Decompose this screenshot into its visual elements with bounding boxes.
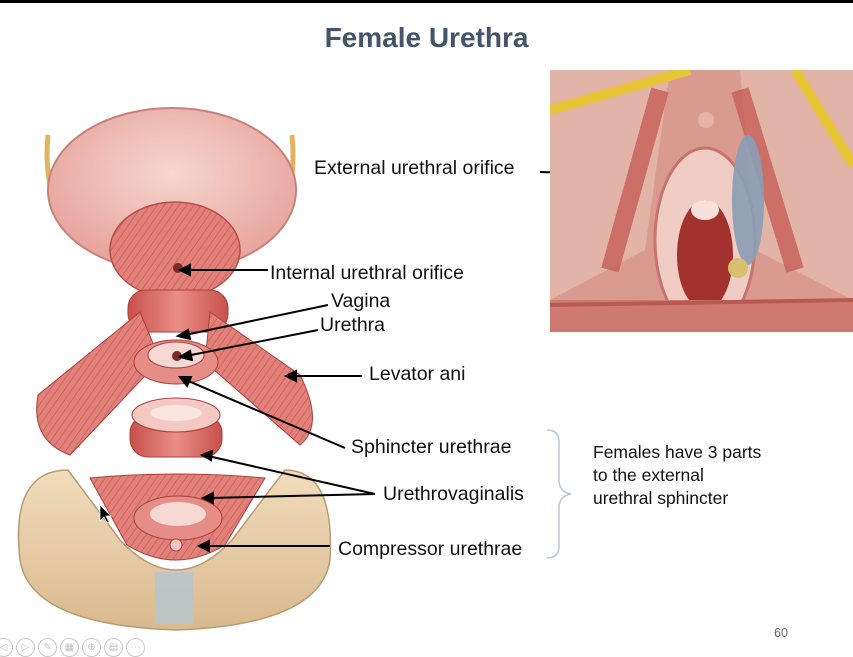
sphincter-note: Females have 3 parts to the external ure… (593, 442, 762, 508)
page-number: 60 (774, 626, 788, 640)
bracket (546, 429, 572, 559)
label-internal-urethral-orifice: Internal urethral orifice (268, 262, 467, 284)
label-compressor-urethrae: Compressor urethrae (336, 538, 525, 560)
slide-title: Female Urethra (324, 22, 529, 53)
play-icon[interactable]: ▷ (16, 638, 35, 657)
label-sphincter-urethrae: Sphincter urethrae (349, 436, 514, 458)
play-back-icon[interactable]: ◁ (0, 638, 13, 657)
more-icon[interactable]: ⋯ (126, 638, 145, 657)
label-urethra: Urethra (318, 314, 388, 336)
top-border (0, 0, 853, 3)
zoom-icon[interactable]: ⊕ (82, 638, 101, 657)
label-urethrovaginalis: Urethrovaginalis (381, 483, 526, 505)
label-levator-ani: Levator ani (367, 363, 468, 385)
subtitles-icon[interactable]: ▤ (104, 638, 123, 657)
presentation-toolbar: ◁ ▷ ✎ ▦ ⊕ ▤ ⋯ (0, 638, 145, 657)
slides-icon[interactable]: ▦ (60, 638, 79, 657)
dissection-photo (550, 70, 853, 332)
pen-icon[interactable]: ✎ (38, 638, 57, 657)
label-vagina: Vagina (329, 290, 393, 312)
label-external-urethral-orifice: External urethral orifice (312, 157, 517, 179)
